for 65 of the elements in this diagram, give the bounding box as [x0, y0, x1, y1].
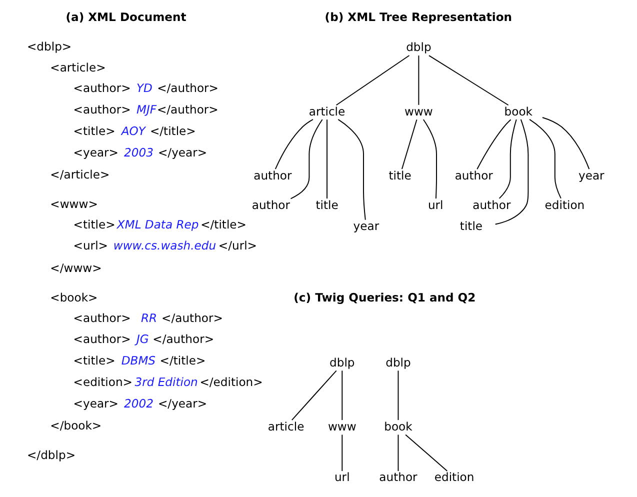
node-text: year [352, 219, 379, 234]
label: </www> [50, 261, 102, 275]
node-text: edition [434, 470, 474, 484]
label: <url> www.cs.wash.edu</url> [72, 238, 256, 253]
node-text: dblp [329, 355, 354, 370]
node-text: year [578, 168, 604, 182]
connector [428, 55, 508, 106]
node-text: article [308, 104, 345, 118]
label: <author> RR </author> [72, 310, 222, 325]
connector [542, 117, 590, 170]
connector [397, 370, 398, 421]
node-text: title [388, 168, 411, 182]
connector [326, 119, 327, 200]
connector [400, 119, 417, 170]
node-text: author [378, 470, 417, 484]
node-text: url [427, 198, 443, 212]
label: (a) XML Document [65, 10, 186, 24]
node-text: www [327, 419, 356, 434]
connector [341, 370, 342, 421]
connector [418, 55, 419, 106]
label: (b) XML Tree Representation [324, 10, 512, 24]
node-text: dblp [406, 40, 431, 54]
connector [422, 119, 436, 200]
label: (c) Twig Queries: Q1 and Q2 [293, 290, 476, 304]
label: <www> [50, 196, 98, 211]
node-text: dblp [385, 355, 410, 370]
label: <title> AOY </title> [72, 124, 196, 138]
connector [335, 55, 410, 106]
connector [290, 370, 336, 421]
connector [274, 118, 313, 170]
label: <author> JG </author> [72, 332, 214, 346]
label: <title>XML Data Rep</title> [72, 217, 246, 232]
label: </book> [50, 418, 102, 433]
node-text: author [472, 198, 510, 212]
node-text: title [315, 198, 338, 212]
label: </dblp> [26, 448, 76, 462]
node-text: article [267, 419, 304, 434]
connector [397, 434, 398, 472]
connector [404, 434, 448, 472]
connector [337, 118, 366, 220]
label: <year> 2002 </year> [72, 396, 207, 410]
label: </article> [50, 168, 110, 182]
node-text: edition [544, 198, 584, 212]
label: <edition>3rd Edition</edition> [72, 374, 262, 389]
label: <author> YD </author> [72, 81, 218, 96]
node-text: title [459, 219, 482, 234]
connector [341, 434, 342, 472]
label: <article> [50, 60, 106, 75]
label: <dblp> [26, 39, 72, 54]
node-text: author [251, 198, 290, 212]
label: <book> [50, 290, 98, 304]
label: <title> DBMS </title> [72, 354, 206, 368]
connector [476, 119, 511, 170]
node-text: www [404, 104, 432, 118]
connector [494, 118, 528, 225]
connector [528, 118, 561, 199]
connector [290, 119, 322, 200]
node-text: author [454, 168, 492, 182]
connector [498, 119, 516, 199]
node-text: author [253, 168, 292, 182]
node-text: url [334, 470, 350, 484]
node-text: book [504, 104, 532, 118]
label: <year> 2003 </year> [72, 145, 207, 160]
label: <author> MJF</author> [72, 102, 218, 117]
node-text: book [384, 419, 412, 434]
